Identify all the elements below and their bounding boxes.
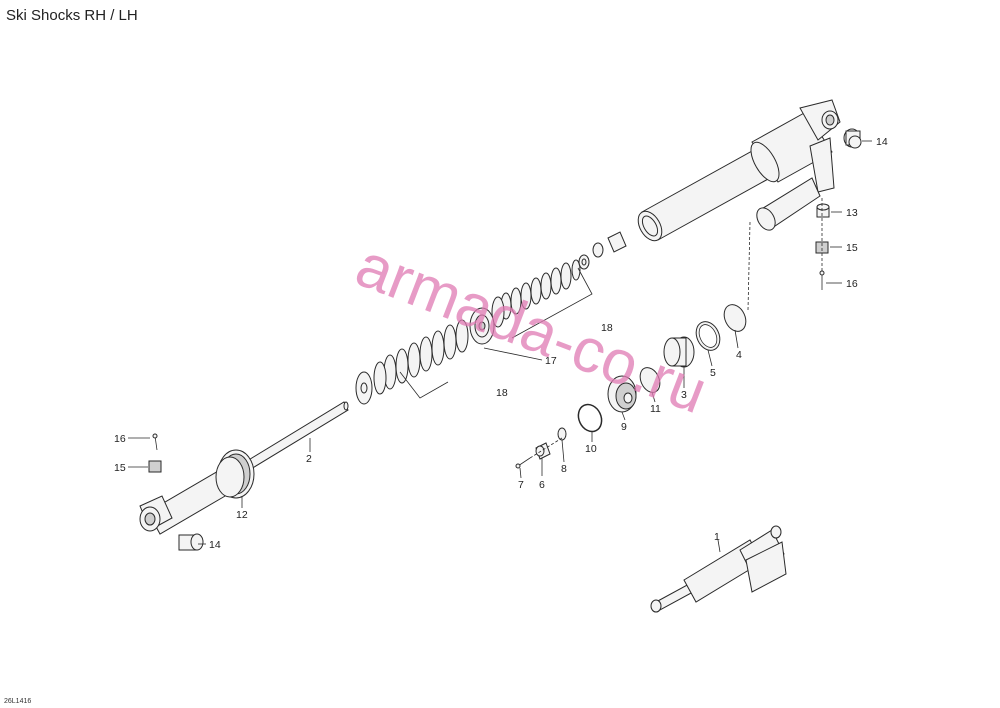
spring-washer (355, 371, 373, 405)
spring-separator (469, 307, 495, 345)
diagram-title: Ski Shocks RH / LH (6, 7, 138, 24)
callout-6: 6 (539, 479, 545, 491)
leader-lines (128, 140, 872, 553)
callout-17: 17 (545, 355, 557, 367)
complete-shock (650, 525, 787, 613)
piston-9 (607, 375, 637, 413)
bushing-top-right (843, 128, 862, 149)
bolt-16-right (819, 270, 825, 290)
callout-11: 11 (650, 403, 661, 415)
callout-1: 1 (714, 531, 720, 543)
callout-16-left: 16 (114, 433, 126, 445)
callout-18-upper: 18 (601, 322, 613, 334)
bushing-14-left (178, 533, 204, 551)
nut-6 (535, 442, 551, 460)
watermark: armada-co.ru (347, 231, 716, 428)
upper-spring (491, 259, 581, 328)
disc-11 (639, 367, 661, 393)
callout-2: 2 (306, 453, 312, 465)
o-ring-5 (695, 321, 721, 351)
callout-15-left: 15 (114, 462, 126, 474)
piston-cap-3 (663, 336, 695, 368)
screw-7 (515, 457, 531, 469)
callout-14-bottom: 14 (209, 539, 221, 551)
callout-14-top: 14 (876, 136, 888, 148)
callout-7: 7 (518, 479, 524, 491)
callout-16-right: 16 (846, 278, 858, 290)
shaft (241, 401, 349, 473)
callout-15-right: 15 (846, 242, 858, 254)
shock-body (637, 99, 841, 242)
callout-labels: 1 2 3 4 5 6 7 8 9 10 11 12 13 14 14 15 1… (114, 136, 888, 551)
lower-spring (373, 319, 469, 395)
callout-10: 10 (585, 443, 597, 455)
lower-body (139, 449, 255, 535)
callout-3: 3 (681, 389, 687, 401)
callout-4: 4 (736, 349, 742, 361)
ring-10 (577, 403, 603, 433)
nut-washers (578, 231, 627, 270)
disc-4 (723, 304, 747, 332)
callout-18-lower: 18 (496, 387, 508, 399)
callout-8: 8 (561, 463, 567, 475)
callout-5: 5 (710, 367, 716, 379)
callout-9: 9 (621, 421, 627, 433)
drawing-code: 26L1416 (4, 698, 32, 705)
bolt-16-left (152, 433, 158, 451)
callout-12: 12 (236, 509, 248, 521)
cap-13 (816, 203, 830, 218)
callout-13: 13 (846, 207, 858, 219)
nut-15-left (148, 460, 162, 473)
